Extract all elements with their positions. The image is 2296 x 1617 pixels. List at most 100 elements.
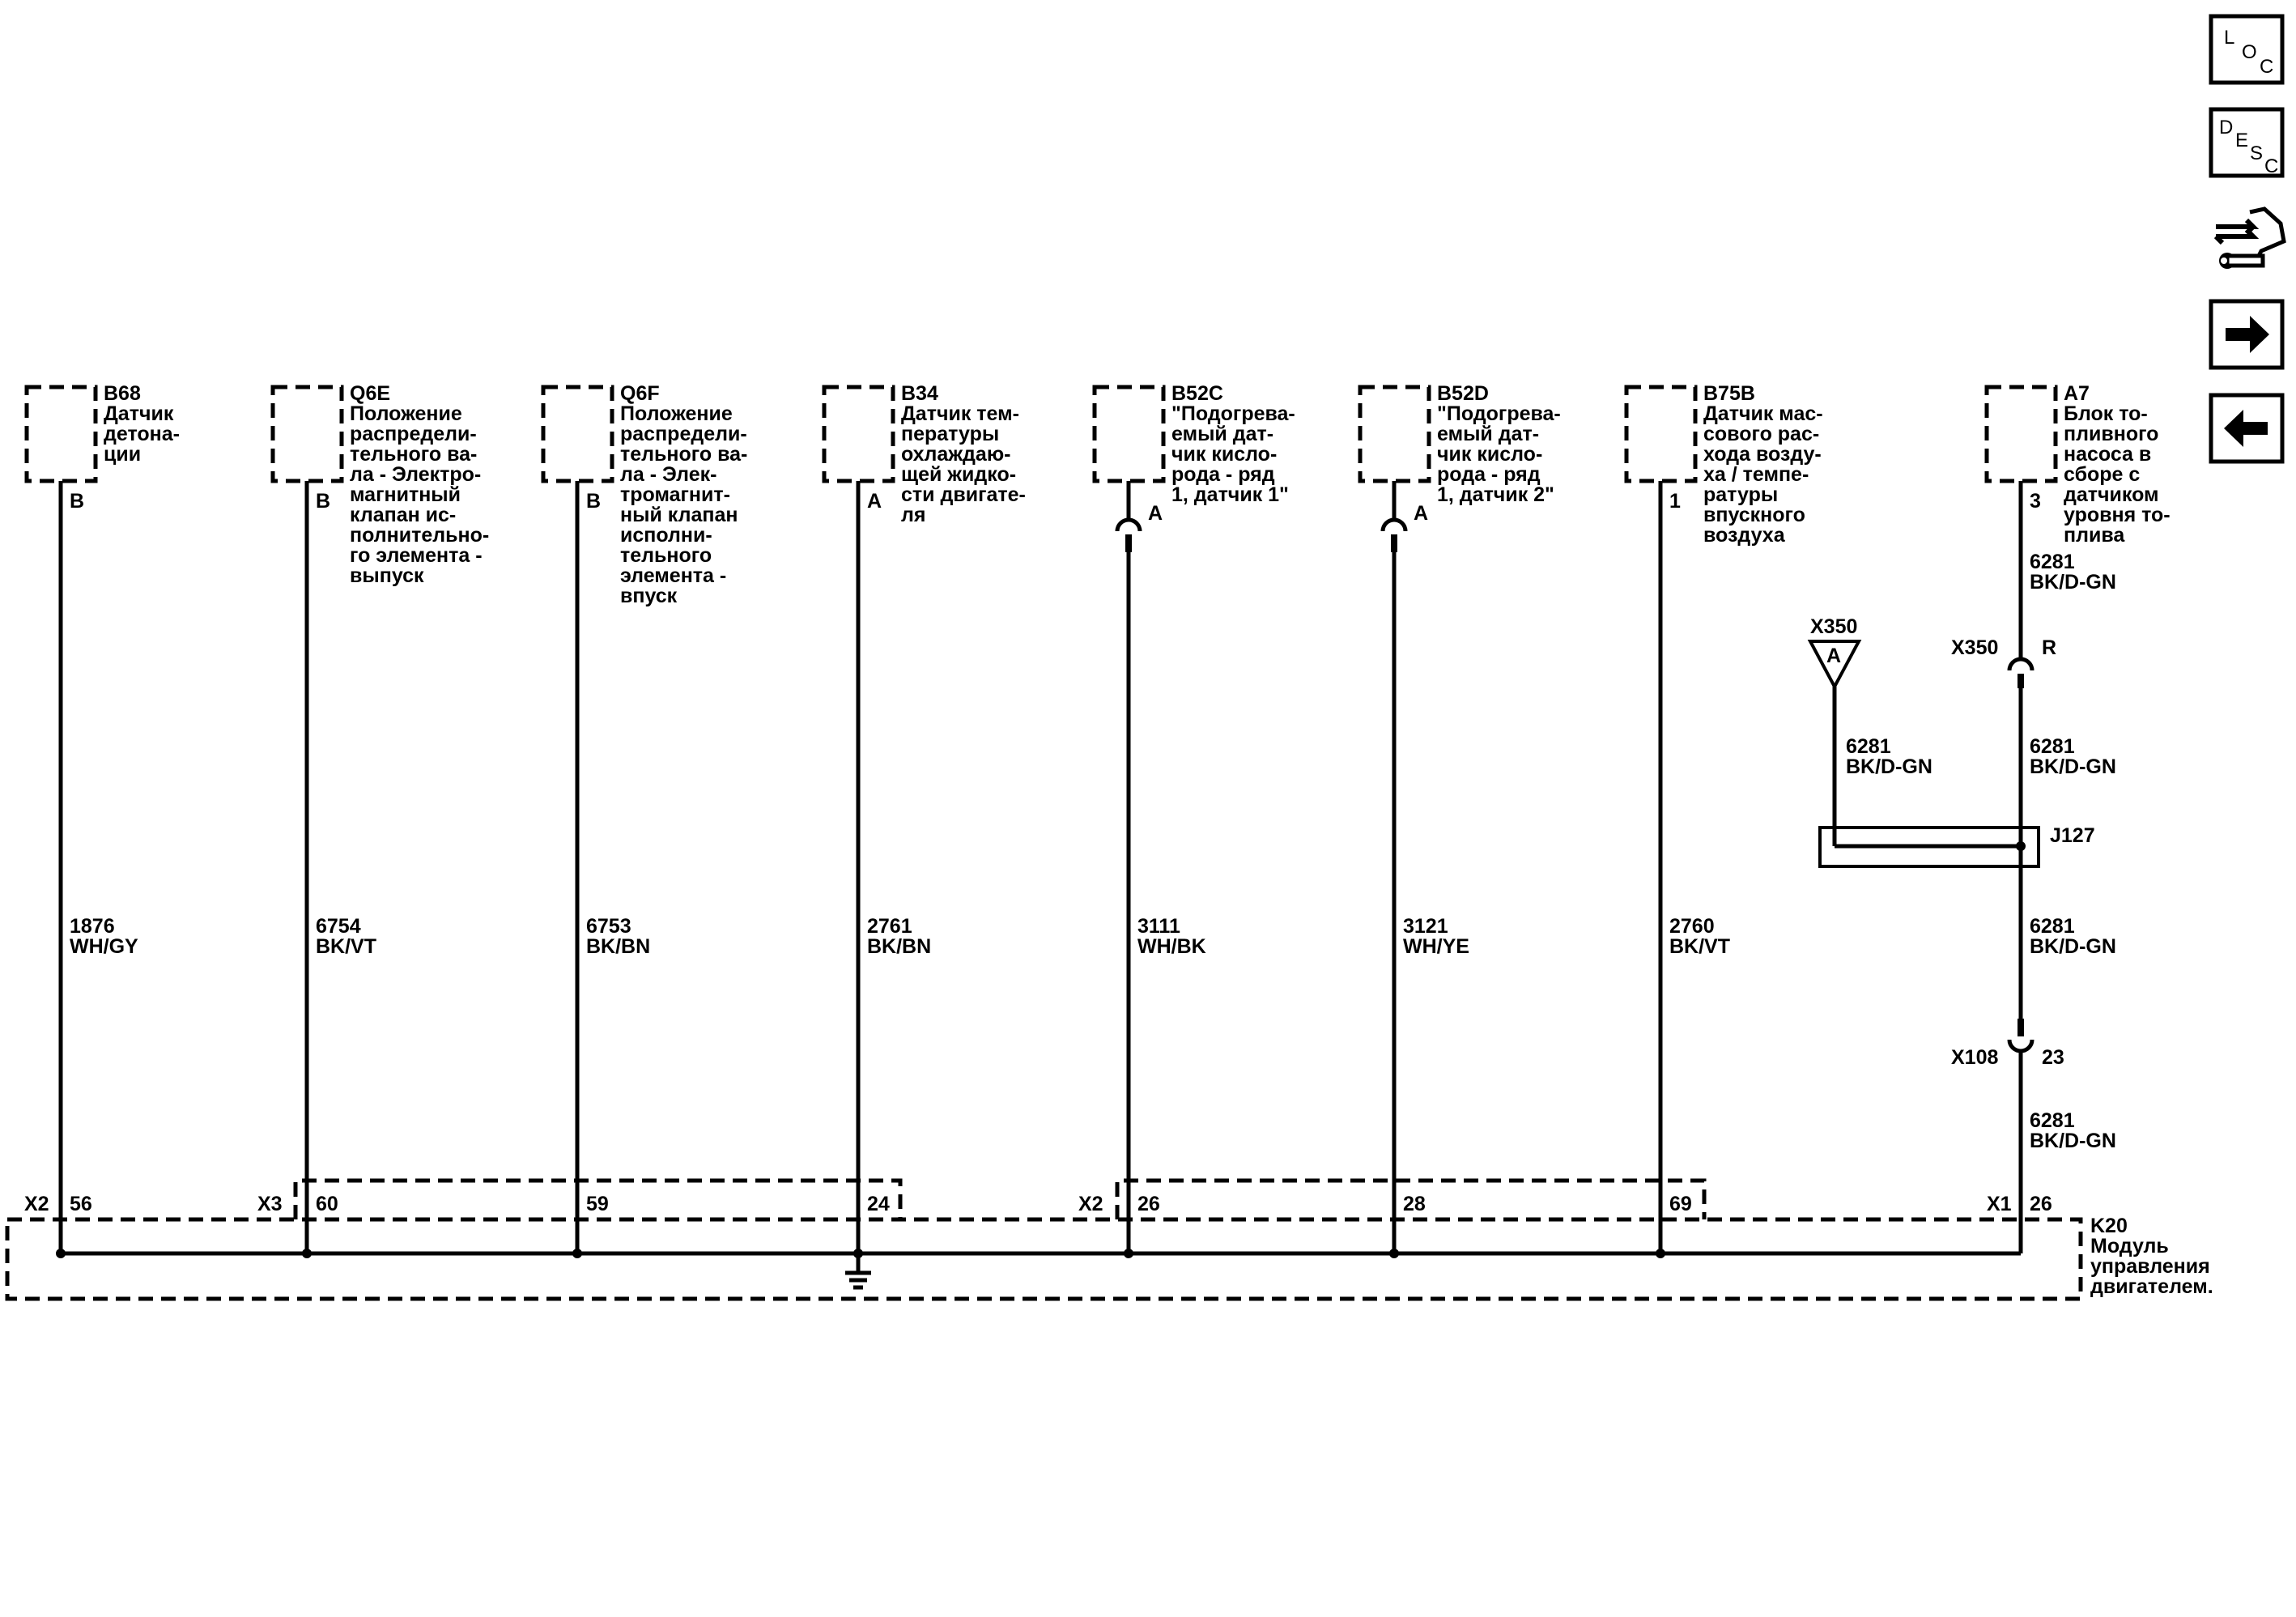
component-desc-line: рода - ряд — [1171, 463, 1275, 486]
component-id: B68 — [104, 382, 141, 405]
repair-info-button[interactable] — [2213, 206, 2286, 269]
component-desc-line: исполни- — [620, 524, 712, 547]
component-desc-line: Положение — [620, 402, 733, 425]
loc-button[interactable]: L O C — [2209, 14, 2285, 85]
x350-a-branch: X350 A 6281 BK/D-GN J127 — [1807, 615, 2095, 868]
component-desc-line: "Подогрева- — [1437, 402, 1561, 425]
wire-color: BK/BN — [586, 935, 650, 958]
component-desc-line: элемента - — [620, 564, 726, 587]
component-desc-line: 1, датчик 2" — [1437, 483, 1554, 506]
component-box — [1092, 385, 1166, 483]
component-desc-line: емый дат- — [1171, 423, 1273, 445]
component-id: Q6E — [350, 382, 390, 405]
component-desc-line: тельного ва- — [620, 443, 747, 466]
splice-box — [1818, 826, 2040, 868]
component-desc-line: чик кисло- — [1437, 443, 1542, 466]
component-pin: 1 — [1669, 490, 1681, 513]
car-wrench-icon — [2213, 206, 2286, 269]
inline-connector-pin — [2018, 1019, 2024, 1036]
component-desc-line: магнитный — [350, 483, 461, 506]
wire-number: 6281 — [2030, 735, 2075, 758]
ecm-desc-line: двигателем. — [2090, 1275, 2213, 1298]
component-desc-line: сового рас- — [1703, 423, 1819, 445]
connector-name: X350 — [1951, 636, 1998, 659]
component-desc-line: ха / темпе- — [1703, 463, 1809, 486]
arrow-right-icon — [2226, 316, 2269, 353]
arrow-left-icon — [2224, 410, 2268, 447]
component-pin: B — [70, 490, 84, 513]
inline-connector-symbol — [1380, 517, 1408, 532]
ecm-pin: 69 — [1669, 1193, 1692, 1215]
previous-button[interactable] — [2209, 393, 2285, 464]
connector-name: X350 — [1810, 615, 1857, 638]
component-pin: A — [867, 490, 882, 513]
component-desc-line: ный клапан — [620, 504, 738, 526]
component-id: B75B — [1703, 382, 1755, 405]
inline-connector-symbol — [2007, 1039, 2035, 1053]
component-desc-line: "Подогрева- — [1171, 402, 1295, 425]
connector-name: X108 — [1951, 1046, 1998, 1069]
component-desc-line: выпуск — [350, 564, 424, 587]
desc-letter-1: D — [2219, 117, 2233, 138]
wire-color: WH/YE — [1403, 935, 1469, 958]
wire-color: BK/VT — [316, 935, 376, 958]
splice-dot — [2016, 841, 2026, 851]
component-desc-line: пливного — [2064, 423, 2158, 445]
component-pin: B — [316, 490, 330, 513]
wire-number: 2761 — [867, 915, 912, 938]
connector-pin: R — [2042, 636, 2056, 659]
component-desc-line: ла - Электро- — [350, 463, 481, 486]
component-box — [822, 385, 895, 483]
component-desc-line: Датчик мас- — [1703, 402, 1823, 425]
component-desc-line: 1, датчик 1" — [1171, 483, 1289, 506]
connector-name: X1 — [1987, 1193, 2012, 1215]
comp-col-7: A7 Блок то- пливного насоса в сборе с да… — [1951, 382, 2171, 1253]
component-desc-line: пературы — [901, 423, 999, 445]
wire-color: BK/VT — [1669, 935, 1730, 958]
component-desc-line: сти двигате- — [901, 483, 1026, 506]
wire-number: 6753 — [586, 915, 631, 938]
component-box — [541, 385, 614, 483]
comp-col-2: Q6F Положение распредели- тельного ва- л… — [541, 382, 747, 1258]
component-desc-line: уровня то- — [2064, 504, 2171, 526]
component-desc-line: распредели- — [350, 423, 477, 445]
inline-connector-symbol — [1115, 517, 1142, 532]
comp-col-4: B52C "Подогрева- емый дат- чик кисло- ро… — [1078, 382, 1295, 1258]
component-desc-line: емый дат- — [1437, 423, 1539, 445]
component-desc-line: хода возду- — [1703, 443, 1822, 466]
wire-number: 6281 — [1846, 735, 1891, 758]
ecm-pin: 24 — [867, 1193, 890, 1215]
component-box — [1358, 385, 1431, 483]
component-desc-line: сборе с — [2064, 463, 2140, 486]
loc-letter-2: O — [2242, 41, 2257, 63]
wire-number: 6281 — [2030, 551, 2075, 573]
component-desc-line: охлаждаю- — [901, 443, 1011, 466]
component-id: B34 — [901, 382, 938, 405]
component-desc-line: детона- — [104, 423, 180, 445]
component-desc-line: датчиком — [2064, 483, 2159, 506]
component-desc-line: тельного ва- — [350, 443, 477, 466]
ecm-connector-outline-x3 — [293, 1178, 903, 1219]
component-box — [1624, 385, 1698, 483]
ecm-pin: 60 — [316, 1193, 338, 1215]
wire-color: BK/D-GN — [2030, 1130, 2116, 1152]
inline-connector-symbol — [2007, 657, 2035, 671]
wire-color: WH/GY — [70, 935, 138, 958]
ecm-connector-outline-x2 — [1115, 1178, 1707, 1219]
comp-col-0: B68 Датчик детона- ции B 1876 WH/GY X2 5… — [24, 382, 180, 1258]
component-id: A7 — [2064, 382, 2090, 405]
component-pin: B — [586, 490, 601, 513]
component-desc-line: воздуха — [1703, 524, 1786, 547]
component-desc-line: ратуры — [1703, 483, 1778, 506]
connector-pin: 23 — [2042, 1046, 2064, 1069]
ground-icon — [845, 1253, 871, 1290]
component-box — [1984, 385, 2058, 483]
comp-col-3: B34 Датчик тем- пературы охлаждаю- щей ж… — [822, 382, 1026, 1258]
ecm-desc-line: управления — [2090, 1255, 2210, 1278]
desc-button[interactable]: D E S C — [2209, 107, 2285, 178]
next-button[interactable] — [2209, 299, 2285, 370]
ecm-pin: 28 — [1403, 1193, 1426, 1215]
desc-letter-4: C — [2264, 155, 2278, 177]
loc-letter-1: L — [2224, 27, 2234, 49]
